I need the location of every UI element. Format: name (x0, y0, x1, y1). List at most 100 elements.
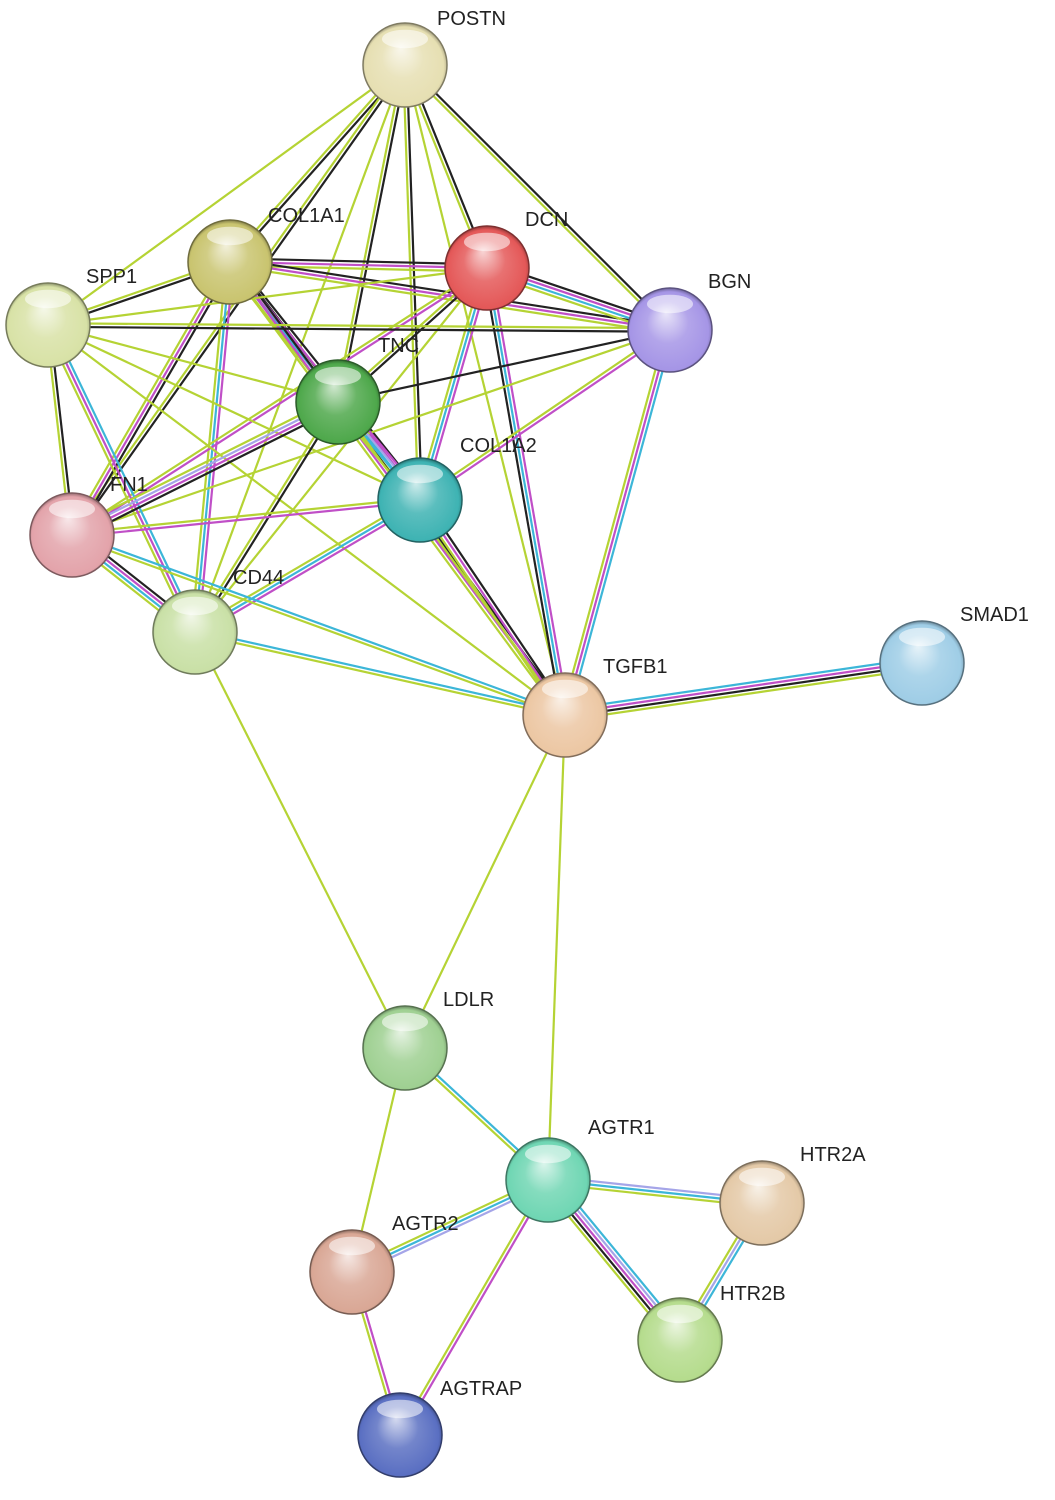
edge-evidence-line (338, 65, 408, 403)
node-sphere[interactable] (627, 287, 713, 373)
node-label: COL1A1 (268, 205, 345, 227)
node-agtr1[interactable]: AGTR1 (505, 1117, 655, 1223)
node-sphere[interactable] (187, 219, 273, 305)
edge-evidence-line (47, 266, 488, 327)
node-ldlr[interactable]: LDLR (362, 989, 494, 1091)
node-sphere[interactable] (719, 1160, 805, 1246)
edge-evidence-line (416, 501, 563, 718)
edge-col1a2-tgfb1 (416, 497, 569, 718)
node-sphere[interactable] (377, 457, 463, 543)
edge-evidence-line (565, 667, 923, 722)
node-sphere[interactable] (357, 1392, 443, 1478)
edge-evidence-line (402, 65, 420, 501)
edge-evidence-line (229, 260, 488, 270)
node-cd44[interactable]: CD44 (152, 567, 284, 675)
node-sphere[interactable] (152, 589, 238, 675)
edge-evidence-line (43, 326, 193, 635)
edge-fn1-tgfb1 (71, 532, 566, 718)
node-tnc[interactable]: TNC (295, 335, 419, 445)
node-label: HTR2A (800, 1144, 866, 1166)
edge-evidence-line (71, 535, 565, 718)
node-highlight (314, 366, 362, 386)
node-highlight (24, 289, 72, 309)
edge-evidence-line (227, 63, 405, 262)
node-label: HTR2B (720, 1283, 786, 1305)
node-label: TGFB1 (603, 656, 667, 678)
node-dcn[interactable]: DCN (444, 209, 568, 311)
edge-tgfb1-smad1 (564, 656, 923, 722)
edge-evidence-line (71, 261, 231, 536)
edge-evidence-line (546, 714, 567, 1181)
nodes-layer: POSTN COL1A1 DCN SPP1 BGN TNC COL1A2 FN1CD44TGF… (5, 8, 1029, 1478)
edge-evidence-line (48, 322, 671, 330)
node-col1a2[interactable]: COL1A2 (377, 435, 537, 543)
node-label: AGTR2 (392, 1213, 459, 1235)
edge-evidence-line (196, 502, 423, 637)
node-highlight (206, 226, 254, 246)
edge-evidence-line (229, 260, 671, 332)
node-htr2b[interactable]: HTR2B (637, 1283, 786, 1383)
node-sphere[interactable] (637, 1297, 723, 1383)
node-postn[interactable]: POSTN (362, 8, 506, 108)
node-label: AGTR1 (588, 1117, 655, 1139)
edge-evidence-line (422, 497, 569, 714)
node-sphere[interactable] (505, 1137, 591, 1223)
node-highlight (396, 464, 444, 484)
node-tgfb1[interactable]: TGFB1 (522, 656, 667, 758)
node-label: CD44 (233, 567, 284, 589)
edge-evidence-line (563, 329, 672, 716)
node-highlight (463, 232, 511, 252)
node-highlight (898, 627, 946, 647)
edge-evidence-line (335, 64, 405, 402)
node-sphere[interactable] (295, 359, 381, 445)
node-sphere[interactable] (5, 282, 91, 368)
node-highlight (328, 1236, 376, 1256)
node-sphere[interactable] (309, 1229, 395, 1315)
node-highlight (524, 1144, 572, 1164)
node-sphere[interactable] (29, 492, 115, 578)
edge-evidence-line (337, 401, 566, 716)
node-fn1[interactable]: FN1 (29, 474, 148, 578)
edge-evidence-line (72, 532, 566, 715)
node-highlight (171, 596, 219, 616)
edge-evidence-line (69, 396, 337, 532)
edge-postn-bgn (402, 62, 673, 333)
edge-postn-tnc (335, 64, 408, 403)
edge-evidence-line (567, 330, 675, 717)
edge-evidence-line (72, 268, 489, 538)
node-sphere[interactable] (444, 225, 530, 311)
edge-col1a1-dcn (229, 257, 488, 273)
edge-evidence-line (47, 323, 339, 404)
edge-evidence-line (337, 328, 671, 404)
node-label: TNC (378, 335, 419, 357)
node-sphere[interactable] (522, 672, 608, 758)
edge-evidence-line (400, 1180, 551, 1437)
node-smad1[interactable]: SMAD1 (879, 604, 1029, 706)
edge-spp1-cd44 (43, 322, 200, 635)
edge-agtr1-agtrap (397, 1178, 551, 1437)
node-htr2a[interactable]: HTR2A (719, 1144, 866, 1246)
node-agtr2[interactable]: AGTR2 (309, 1213, 459, 1315)
edge-bgn-spp1 (47, 322, 671, 333)
edge-postn-spp1 (47, 64, 406, 326)
edge-evidence-line (194, 499, 421, 633)
node-bgn[interactable]: BGN (627, 271, 751, 373)
node-sphere[interactable] (362, 1005, 448, 1091)
edge-evidence-line (419, 499, 566, 716)
edge-bgn-tgfb1 (560, 328, 675, 717)
edge-postn-col1a2 (402, 64, 423, 501)
edge-dcn-tgfb1 (482, 267, 570, 716)
node-spp1[interactable]: SPP1 (5, 266, 137, 368)
node-sphere[interactable] (879, 620, 965, 706)
node-col1a1[interactable]: COL1A1 (187, 205, 345, 305)
edge-evidence-line (420, 330, 672, 503)
edge-evidence-line (405, 62, 673, 330)
node-agtrap[interactable]: AGTRAP (357, 1378, 522, 1478)
edge-spp1-tgfb1 (47, 324, 566, 716)
edge-tnc-tgfb1 (337, 401, 566, 716)
node-sphere[interactable] (362, 22, 448, 108)
edge-tgfb1-ldlr (404, 714, 566, 1049)
node-label: DCN (525, 209, 568, 231)
edge-evidence-line (194, 267, 488, 633)
node-label: SMAD1 (960, 604, 1029, 626)
